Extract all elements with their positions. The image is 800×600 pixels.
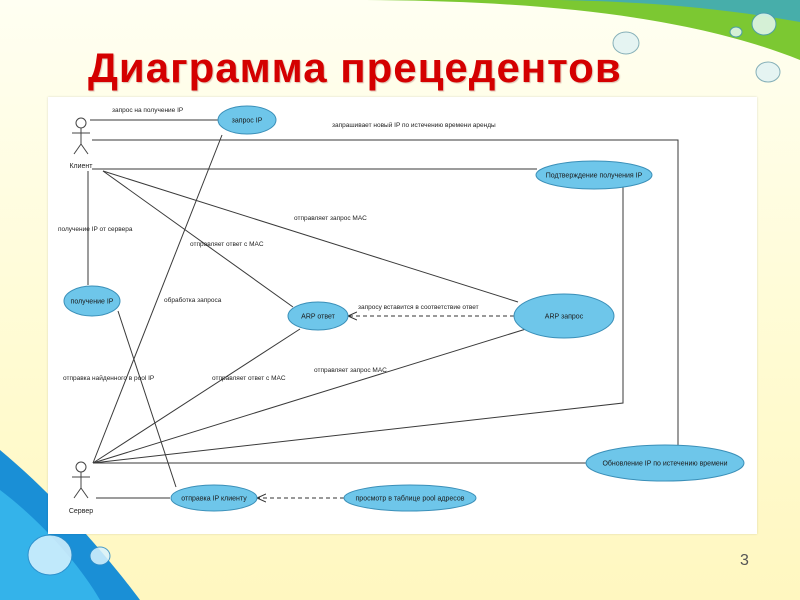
water-drop-icon bbox=[751, 12, 777, 36]
use-case-label: запрос IP bbox=[232, 118, 263, 125]
label-server-sends-mac-response: отправляет ответ с MAC bbox=[212, 375, 286, 382]
use-case-label: получение IP bbox=[71, 299, 114, 306]
actor-server: Сервер bbox=[69, 461, 93, 515]
label-sends-mac-response: отправляет ответ с MAC bbox=[190, 241, 264, 248]
association-client-ip-renewal bbox=[92, 139, 679, 446]
water-drop-icon bbox=[755, 61, 781, 83]
water-drop-icon bbox=[27, 534, 73, 576]
use-case-ip-receipt[interactable]: получение IP bbox=[63, 285, 121, 317]
use-case-label: ARP ответ bbox=[301, 314, 335, 321]
use-case-label: Подтверждение получения IP bbox=[546, 173, 643, 180]
actor-client: Клиент bbox=[69, 117, 93, 170]
slide-title: Диаграмма прецедентов bbox=[88, 44, 622, 91]
association-server-arp-request bbox=[92, 328, 527, 464]
label-receive-from-server: получение IP от сервера bbox=[58, 226, 133, 233]
use-case-arp-request[interactable]: ARP запрос bbox=[513, 293, 615, 339]
label-renew-line: запрашивает новый IP по истечению времен… bbox=[332, 121, 496, 129]
use-case-diagram: Клиент Сервер запрос IP Подтверждение по… bbox=[48, 97, 757, 534]
top-right-green-swoosh bbox=[350, 0, 800, 60]
association-client-arp-request bbox=[102, 170, 519, 303]
association-server-arp-response bbox=[92, 328, 301, 464]
association-server-receipt-confirmation bbox=[92, 185, 624, 464]
use-case-arp-response[interactable]: ARP ответ bbox=[287, 301, 349, 331]
dependencies bbox=[257, 316, 514, 498]
association-server-ip-request bbox=[92, 134, 223, 464]
use-case-pool-table-lookup[interactable]: просмотр в таблице pool адресов bbox=[343, 484, 477, 512]
use-case-ip-request[interactable]: запрос IP bbox=[217, 105, 277, 135]
page-number: 3 bbox=[740, 552, 749, 569]
top-right-teal-swoosh bbox=[560, 0, 800, 22]
water-drop-icon bbox=[729, 26, 743, 38]
label-send-found-ip: отправка найденного в pool IP bbox=[63, 374, 154, 382]
association-client-arp-response bbox=[102, 170, 294, 308]
relationship-labels: запрос на получение IP запрашивает новый… bbox=[58, 107, 496, 382]
actor-head-icon bbox=[75, 461, 87, 473]
use-case-label: просмотр в таблице pool адресов bbox=[356, 495, 465, 503]
use-case-label: ARP запрос bbox=[545, 314, 584, 321]
label-server-sends-mac-request: отправляет запрос MAC bbox=[314, 367, 387, 374]
use-cases: запрос IP Подтверждение получения IP пол… bbox=[63, 105, 745, 512]
use-case-label: отправка IP клиенту bbox=[181, 496, 247, 503]
use-case-ip-renewal[interactable]: Обновление IP по истечению времени bbox=[585, 444, 745, 482]
use-case-receipt-confirmation[interactable]: Подтверждение получения IP bbox=[535, 160, 653, 190]
use-case-send-ip-to-client[interactable]: отправка IP клиенту bbox=[170, 484, 258, 512]
actor-client-label: Клиент bbox=[69, 163, 93, 170]
label-sends-mac-request: отправляет запрос MAC bbox=[294, 215, 367, 222]
actor-head-icon bbox=[75, 117, 87, 129]
use-case-label: Обновление IP по истечению времени bbox=[602, 460, 727, 468]
association-ip-receipt-send-ip bbox=[117, 310, 177, 488]
label-inserted-request: запросу вставится в соответствие ответ bbox=[358, 304, 479, 311]
label-ip-request-line: запрос на получение IP bbox=[112, 107, 183, 114]
label-request-processing: обработка запроса bbox=[164, 296, 222, 304]
water-drop-icon bbox=[89, 546, 111, 566]
actor-server-label: Сервер bbox=[69, 508, 93, 515]
water-drop-icon bbox=[612, 31, 640, 55]
associations bbox=[87, 119, 679, 499]
diagram-canvas: Клиент Сервер запрос IP Подтверждение по… bbox=[58, 105, 745, 515]
